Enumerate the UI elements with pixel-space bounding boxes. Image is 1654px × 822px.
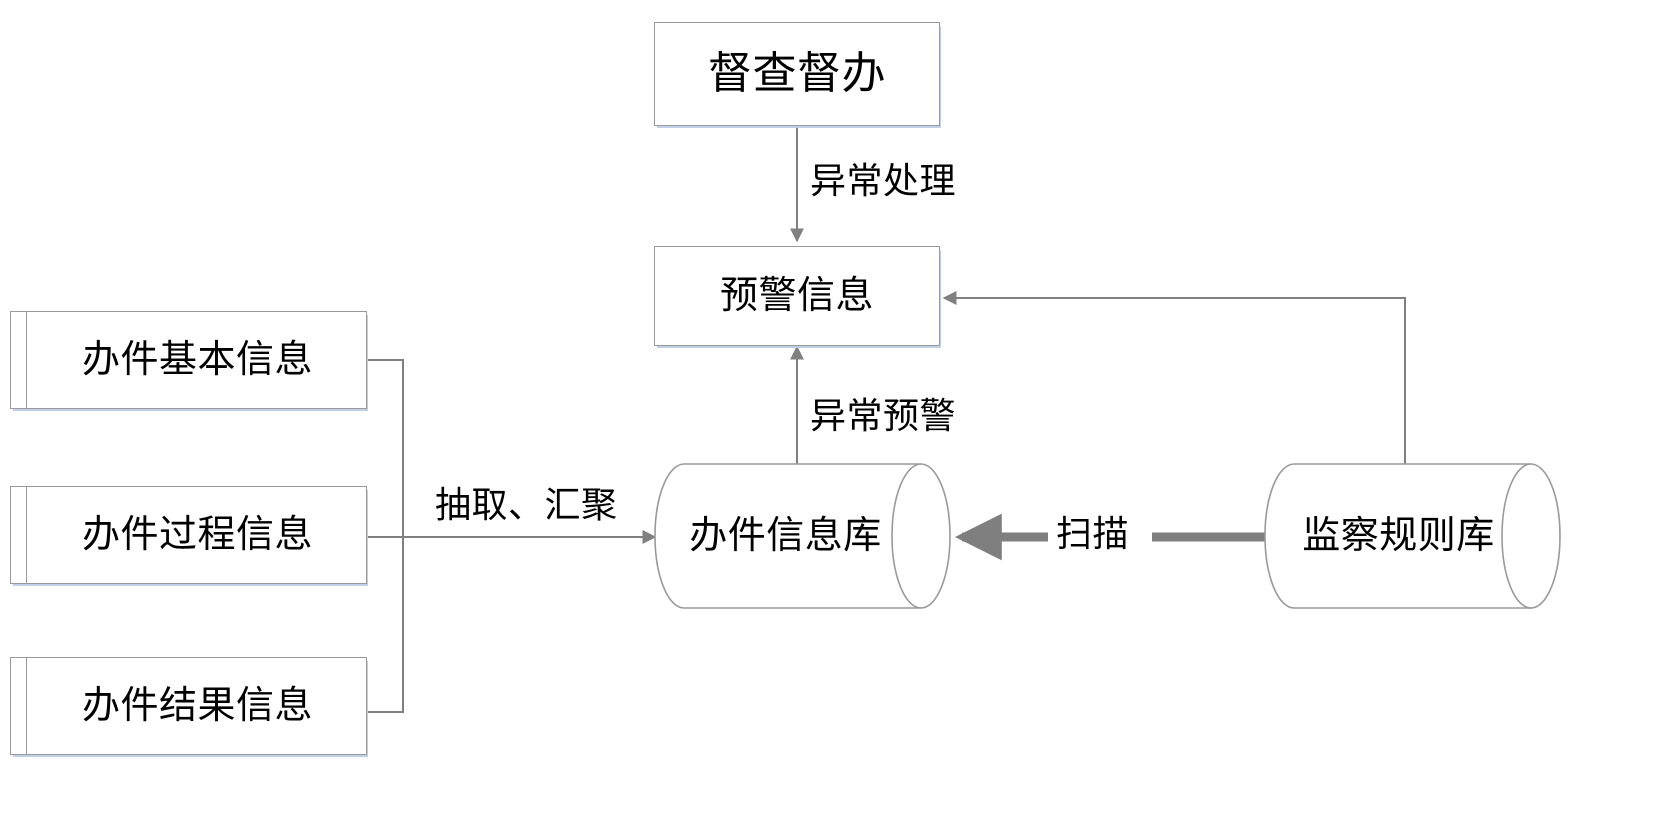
- node-rule-db-label: 监察规则库: [1302, 515, 1495, 557]
- edge-label-exception-warning: 异常预警: [806, 398, 961, 434]
- storage-inner-rule: [26, 486, 27, 584]
- connector-basic-info-branch: [367, 359, 404, 537]
- node-case-process-info[interactable]: 办件过程信息: [10, 486, 367, 584]
- node-supervision[interactable]: 督查督办: [654, 22, 940, 126]
- node-case-basic-info[interactable]: 办件基本信息: [10, 311, 367, 409]
- connector-result-info-branch: [367, 537, 404, 713]
- cylinder-shape: [655, 463, 950, 609]
- node-warning-info[interactable]: 预警信息: [654, 246, 940, 346]
- cylinder-shape: [1265, 463, 1560, 609]
- node-case-process-info-label: 办件过程信息: [81, 514, 313, 556]
- node-case-info-db[interactable]: 办件信息库: [655, 463, 950, 609]
- node-case-result-info-label: 办件结果信息: [81, 685, 313, 727]
- node-case-result-info[interactable]: 办件结果信息: [10, 657, 367, 755]
- node-supervision-label: 督查督办: [708, 49, 886, 98]
- node-warning-info-label: 预警信息: [719, 275, 874, 317]
- node-case-info-db-label: 办件信息库: [689, 515, 882, 557]
- storage-inner-rule: [26, 311, 27, 409]
- connector-rule-to-warning: [942, 291, 1406, 467]
- node-rule-db[interactable]: 监察规则库: [1265, 463, 1560, 609]
- storage-inner-rule: [26, 657, 27, 755]
- edge-label-extract-aggregate: 抽取、汇聚: [431, 487, 622, 523]
- edge-label-exception-handling: 异常处理: [806, 163, 961, 199]
- edge-label-scan: 扫描: [1052, 516, 1134, 552]
- node-case-basic-info-label: 办件基本信息: [81, 339, 313, 381]
